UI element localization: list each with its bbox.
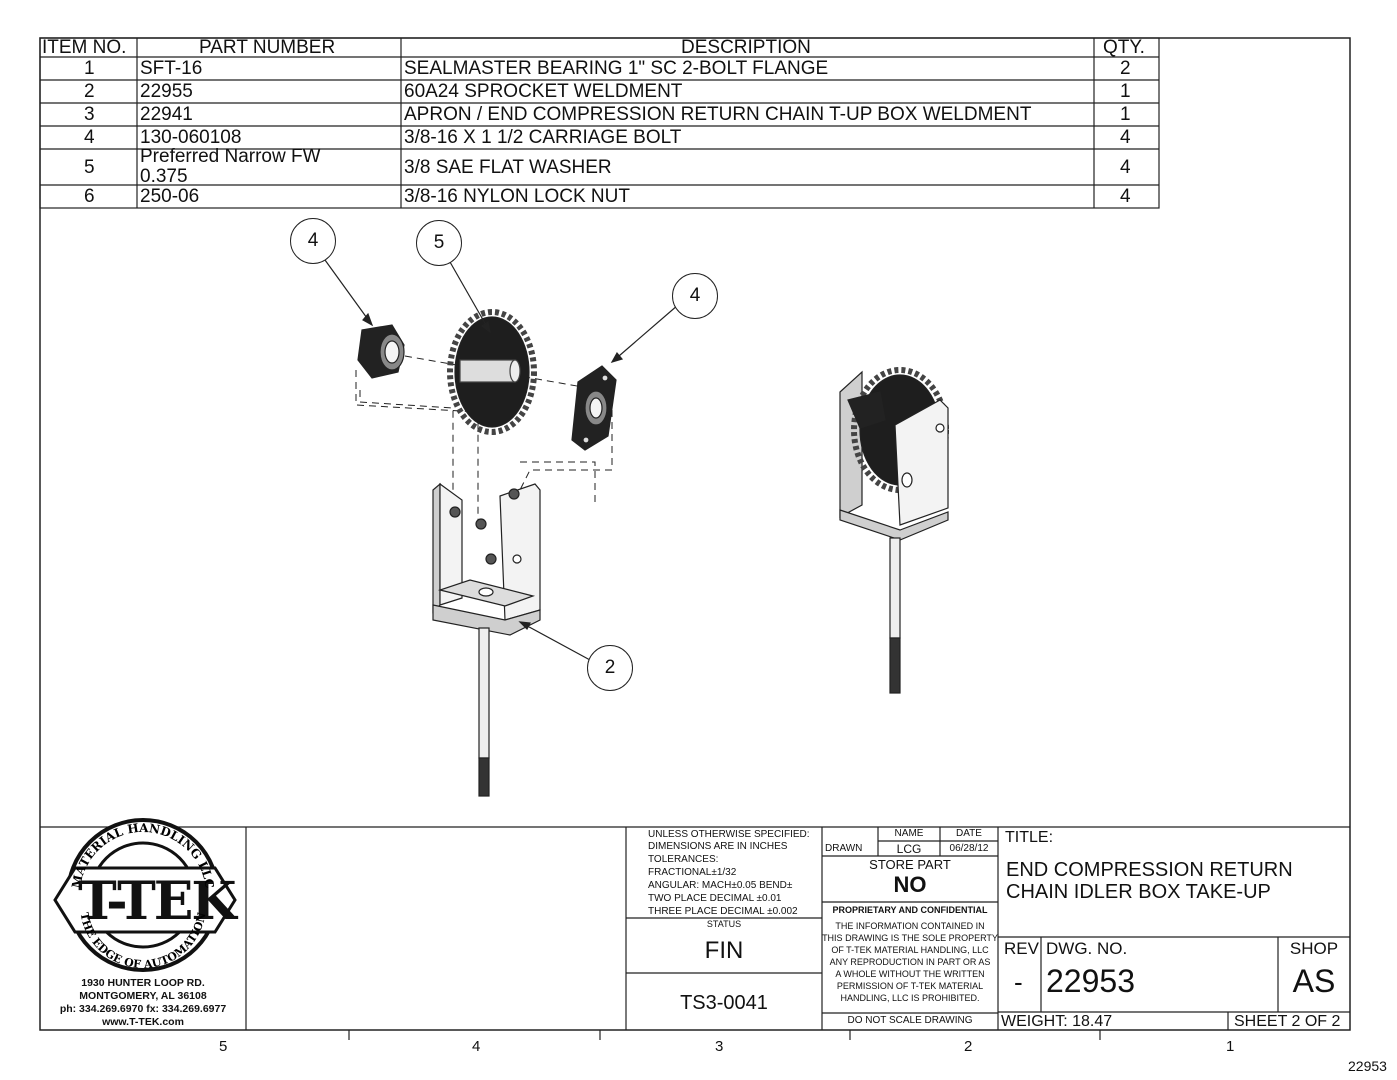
do-not-scale: DO NOT SCALE DRAWING: [847, 1015, 973, 1026]
tolerance-line: DIMENSIONS ARE IN INCHES: [648, 841, 788, 852]
rev-value: -: [1014, 967, 1023, 997]
bom-qty: 1: [1120, 104, 1131, 125]
sprocket: [447, 309, 537, 435]
bom-item: 2: [84, 81, 95, 102]
proprietary-line: ANY REPRODUCTION IN PART OR AS: [829, 957, 991, 967]
tolerance-line: ANGULAR: MACH±0.05 BEND±: [648, 880, 793, 891]
zone-label: 4: [472, 1038, 481, 1055]
tolerance-line: UNLESS OTHERWISE SPECIFIED:: [648, 829, 810, 840]
logo-phone: ph: 334.269.6970 fx: 334.269.6977: [59, 1003, 227, 1015]
bom-qty: 4: [1120, 186, 1131, 207]
logo-address-2: MONTGOMERY, AL 36108: [79, 990, 207, 1002]
drawn-label: DRAWN: [825, 843, 863, 854]
logo-arc-bottom: THE EDGE OF AUTOMATION: [77, 911, 208, 971]
title-line-1: END COMPRESSION RETURN: [1006, 859, 1293, 881]
threaded-rod: [478, 627, 490, 797]
store-part-label: STORE PART: [869, 857, 951, 872]
drawn-date: 06/28/12: [949, 843, 989, 854]
rev-label: REV: [1004, 939, 1039, 958]
bom-desc: APRON / END COMPRESSION RETURN CHAIN T-U…: [404, 104, 1032, 125]
logo-badge: [53, 818, 237, 972]
store-part-value: NO: [893, 872, 927, 897]
zone-label: 3: [715, 1038, 724, 1055]
bom-item: 5: [84, 157, 95, 178]
balloon-item-5: 5: [416, 220, 462, 266]
bom-part: 22955: [140, 81, 193, 102]
svg-text:MATERIAL HANDLING LLC: MATERIAL HANDLING LLC: [69, 821, 217, 890]
bom-qty: 1: [1120, 81, 1131, 102]
bom-desc: 3/8-16 NYLON LOCK NUT: [404, 186, 630, 207]
leader-lines: [324, 259, 679, 661]
tolerance-line: FRACTIONAL±1/32: [648, 867, 737, 878]
drawn-name: LCG: [896, 842, 922, 856]
bom-part: 22941: [140, 104, 193, 125]
shop-value: AS: [1292, 963, 1336, 999]
bom-qty: 4: [1120, 127, 1131, 148]
bom-header-part: PART NUMBER: [199, 37, 336, 58]
assembled-view: [839, 367, 949, 694]
box-weldment: [432, 482, 541, 636]
balloon-item-4b: 4: [672, 273, 718, 319]
dwg-value: 22953: [1046, 963, 1135, 999]
bom-part-line2: 0.375: [140, 166, 188, 187]
bom-grid: [39, 37, 1160, 209]
bom-part: 250-06: [140, 186, 200, 207]
title-block-grid: [40, 826, 1350, 1030]
bom-qty: 2: [1120, 58, 1131, 79]
tolerance-line: THREE PLACE DECIMAL ±0.002: [648, 906, 798, 917]
balloon-item-2: 2: [587, 645, 633, 691]
logo-web: www.T-TEK.com: [102, 1016, 184, 1028]
zone-ticks: [348, 1030, 1101, 1040]
bom-qty: 4: [1120, 157, 1131, 178]
bom-desc: SEALMASTER BEARING 1" SC 2-BOLT FLANGE: [404, 58, 829, 79]
sheet-number: SHEET 2 OF 2: [1234, 1013, 1341, 1030]
proprietary-line: THIS DRAWING IS THE SOLE PROPERTY: [822, 933, 998, 943]
name-label: NAME: [894, 828, 924, 839]
date-label: DATE: [956, 828, 982, 839]
bom-desc: 60A24 SPROCKET WELDMENT: [404, 81, 683, 102]
bearing-left: [357, 324, 405, 379]
exploded-assembly: [355, 309, 617, 797]
proprietary-line: OF T-TEK MATERIAL HANDLING, LLC: [831, 945, 989, 955]
proprietary-line: HANDLING, LLC IS PROHIBITED.: [840, 993, 980, 1003]
proprietary-title: PROPRIETARY AND CONFIDENTIAL: [832, 905, 988, 915]
proprietary-line: PERMISSION OF T-TEK MATERIAL: [836, 981, 984, 991]
status-value: FIN: [704, 937, 744, 964]
dwg-label: DWG. NO.: [1046, 939, 1128, 958]
corner-drawing-number: 22953: [1348, 1058, 1387, 1074]
bom-header-item: ITEM NO.: [42, 37, 127, 58]
bom-part: 130-060108: [140, 127, 242, 148]
title-label: TITLE:: [1005, 829, 1054, 846]
bom-desc: 3/8-16 X 1 1/2 CARRIAGE BOLT: [404, 127, 682, 148]
tolerance-line: TWO PLACE DECIMAL ±0.01: [648, 893, 782, 904]
logo-address-1: 1930 HUNTER LOOP RD.: [81, 977, 205, 989]
ts-number: TS3-0041: [680, 992, 768, 1014]
shop-label: SHOP: [1289, 939, 1339, 958]
bom-header-qty: QTY.: [1103, 37, 1145, 58]
bom-header-desc: DESCRIPTION: [681, 37, 811, 58]
bom-part-line1: Preferred Narrow FW: [140, 146, 321, 167]
bom-item: 6: [84, 186, 95, 207]
status-label: STATUS: [706, 919, 742, 929]
bom-item: 1: [84, 58, 95, 79]
title-line-2: CHAIN IDLER BOX TAKE-UP: [1006, 881, 1271, 903]
bom-item: 3: [84, 104, 95, 125]
svg-text:THE EDGE OF AUTOMATION: THE EDGE OF AUTOMATION: [77, 911, 208, 971]
zone-label: 1: [1226, 1038, 1235, 1055]
bom-item: 4: [84, 127, 95, 148]
logo-arc-top: MATERIAL HANDLING LLC: [69, 821, 217, 890]
bom-part: SFT-16: [140, 58, 203, 79]
proprietary-line: THE INFORMATION CONTAINED IN: [835, 921, 985, 931]
weight: WEIGHT: 18.47: [1001, 1013, 1113, 1030]
proprietary-line: A WHOLE WITHOUT THE WRITTEN: [835, 969, 985, 979]
tolerance-line: TOLERANCES:: [648, 854, 719, 865]
zone-label: 2: [964, 1038, 973, 1055]
bom-desc: 3/8 SAE FLAT WASHER: [404, 157, 612, 178]
balloon-item-4: 4: [290, 218, 336, 264]
zone-label: 5: [219, 1038, 228, 1055]
bearing-right: [571, 365, 617, 451]
